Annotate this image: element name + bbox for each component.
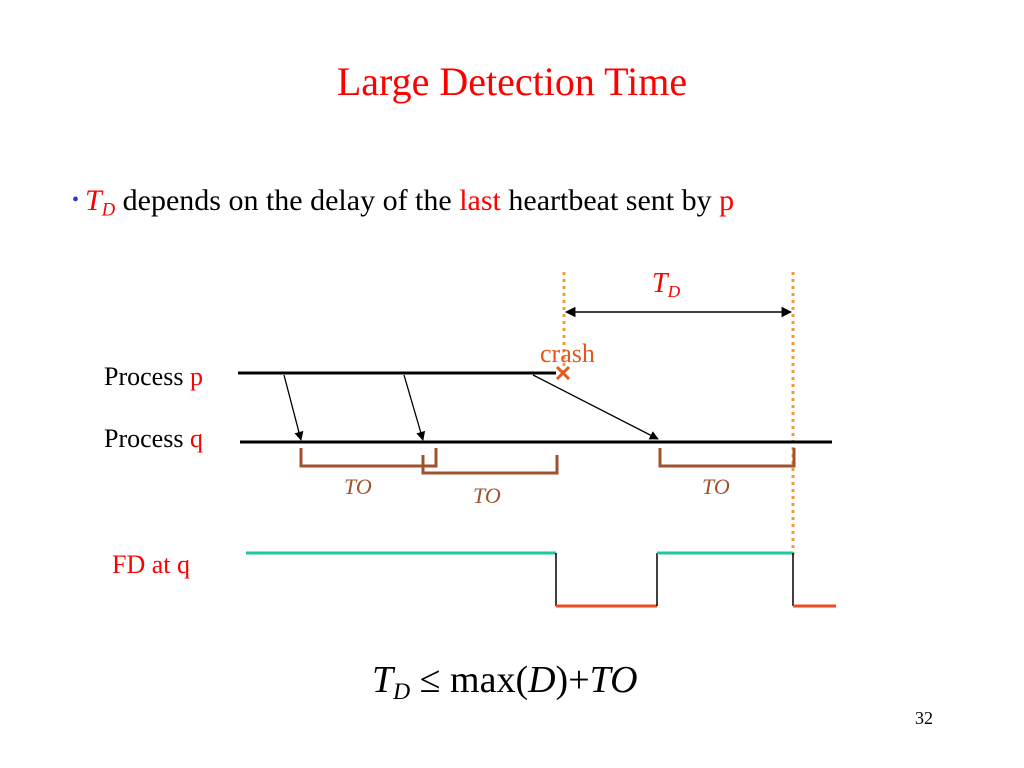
timeout-bracket	[421, 455, 559, 475]
crash-label: crash	[540, 339, 595, 368]
bullet-process: p	[719, 184, 735, 217]
td-subscript: D	[101, 199, 116, 221]
fd-label: FD at q	[112, 550, 190, 579]
bullet-text-before: depends on the delay of the	[122, 184, 452, 217]
timeout-bracket	[658, 448, 796, 468]
td-interval-label: TD	[652, 268, 681, 302]
page-number: 32	[915, 708, 933, 728]
td-symbol: TD	[85, 184, 115, 221]
heartbeat-arrow	[532, 374, 659, 440]
process-p-label: Process p	[104, 362, 203, 391]
slide-title: Large Detection Time	[336, 59, 688, 104]
bullet-highlight: last	[459, 184, 501, 217]
bullet-text-after: heartbeat sent by	[508, 184, 712, 217]
heartbeat-arrow	[403, 374, 426, 441]
td-main: T	[85, 184, 102, 217]
timeout-label: TO	[473, 483, 501, 508]
detection-time-formula: TD ≤ max(D)+TO	[372, 659, 638, 706]
bullet-item: •TD depends on the delay of the last hea…	[72, 184, 734, 222]
process-q-label: Process q	[104, 424, 203, 453]
timeout-label: TO	[344, 474, 372, 499]
bullet-dot: •	[72, 189, 80, 211]
crash-mark-icon	[555, 365, 571, 381]
timeout-label: TO	[702, 474, 730, 499]
heartbeat-arrow	[283, 374, 304, 441]
timeout-bracket	[299, 448, 438, 468]
